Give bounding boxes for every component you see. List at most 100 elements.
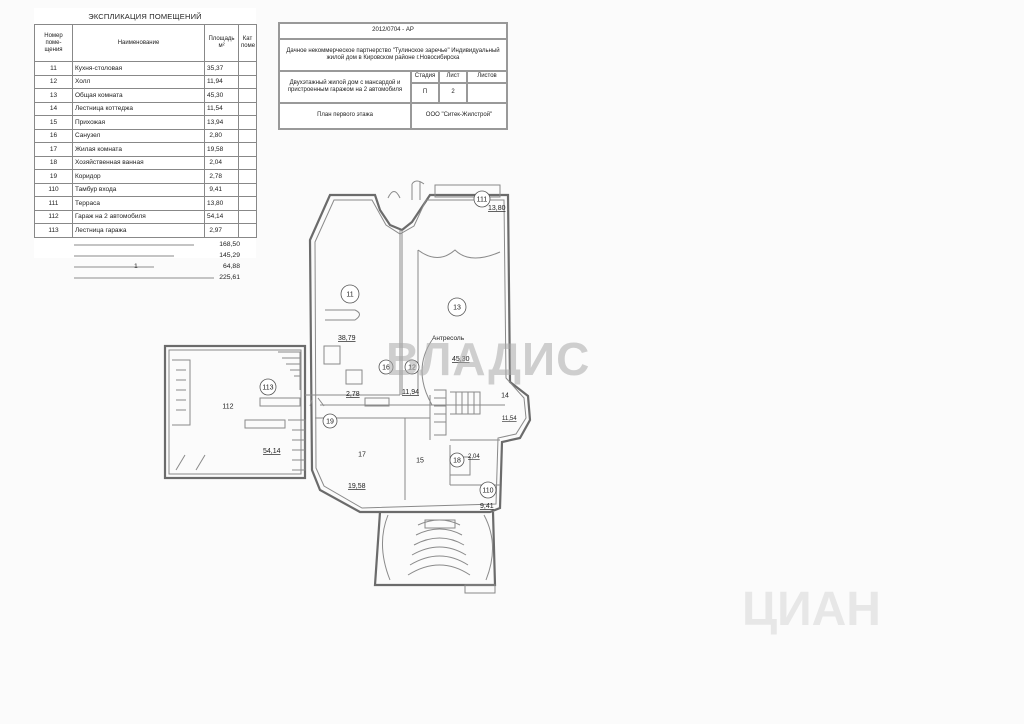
stamp-description: Двухэтажный жилой дом с мансардой и прис… bbox=[279, 71, 411, 103]
exterior-walls bbox=[163, 193, 532, 587]
porch-sides bbox=[381, 514, 494, 581]
room-marker-13 bbox=[447, 297, 467, 317]
garage-walls bbox=[163, 344, 307, 480]
terrace-label-box bbox=[434, 184, 501, 198]
garage-stairs-2 bbox=[288, 419, 306, 471]
table-cell-num: 110 bbox=[34, 182, 73, 197]
room-labels: 1138,791211,941345,301411,5415161719,581… bbox=[222, 190, 517, 510]
garage-stairs bbox=[278, 351, 301, 390]
room-area-14: 11,54 bbox=[502, 416, 517, 422]
table-cell-num: 19 bbox=[34, 169, 73, 184]
table-cell-num: 15 bbox=[34, 115, 73, 130]
room-marker-16 bbox=[378, 359, 394, 375]
stamp-project: Дачное некоммерческое партнерство "Тулин… bbox=[279, 39, 507, 71]
table-cell-num: 11 bbox=[34, 61, 73, 76]
room-schedule-title: ЭКСПЛИКАЦИЯ ПОМЕЩЕНИЙ bbox=[88, 12, 202, 21]
room-area-18: 2,04 bbox=[468, 454, 480, 460]
garage-rack bbox=[172, 359, 191, 426]
inner-walls bbox=[168, 180, 527, 594]
table-cell-area: 2,04 bbox=[204, 155, 239, 170]
room-number-113: 113 bbox=[262, 385, 273, 392]
bay-window bbox=[387, 191, 401, 199]
garage-box-label-2 bbox=[244, 419, 286, 429]
stamp-sheet-value: 2 bbox=[439, 83, 467, 103]
table-cell-cat bbox=[238, 169, 257, 184]
stamp-stage-label: Стадия bbox=[411, 71, 439, 83]
total-row-label-smudge bbox=[74, 277, 214, 279]
room-marker-12 bbox=[404, 359, 420, 375]
cottage-stairs-2 bbox=[450, 391, 481, 415]
table-cell-area: 13,94 bbox=[204, 115, 239, 130]
room-marker-111 bbox=[473, 190, 491, 208]
table-cell-area: 35,37 bbox=[204, 61, 239, 76]
porch-step-box bbox=[464, 584, 496, 594]
table-cell-cat bbox=[238, 209, 257, 224]
stamp-sheet-name: План первого этажа bbox=[279, 103, 411, 129]
room-schedule: ЭКСПЛИКАЦИЯ ПОМЕЩЕНИЙ Номер поме-щения Н… bbox=[34, 8, 257, 281]
hall-arc bbox=[421, 339, 433, 406]
table-cell-num: 112 bbox=[34, 209, 73, 224]
total-row-value: 145,29 bbox=[219, 252, 240, 259]
stamp-sheets-label: Листов bbox=[467, 71, 507, 83]
table-cell-cat bbox=[238, 182, 257, 197]
table-cell-name: Жилая комната bbox=[72, 142, 205, 157]
room-number-111: 111 bbox=[477, 197, 488, 204]
table-cell-name: Лестница коттеджа bbox=[72, 101, 205, 116]
stamp-company: ООО "Ситек-Жилстрой" bbox=[411, 103, 507, 129]
table-cell-cat bbox=[238, 74, 257, 89]
table-cell-area: 54,14 bbox=[204, 209, 239, 224]
room-marker-19 bbox=[322, 413, 338, 429]
total-row-note: 1 bbox=[134, 263, 138, 270]
room-number-112: 112 bbox=[222, 404, 233, 411]
table-cell-area: 2,80 bbox=[204, 128, 239, 143]
stamp-sheets-value bbox=[467, 83, 507, 103]
garage-box-label bbox=[259, 397, 301, 407]
total-row: 145,29 bbox=[34, 251, 256, 262]
kitchen-counter bbox=[325, 309, 360, 321]
total-row-label-smudge bbox=[74, 255, 174, 257]
table-cell-cat bbox=[238, 101, 257, 116]
stamp-stage-value: П bbox=[411, 83, 439, 103]
room-area-110: 9,41 bbox=[480, 503, 494, 510]
table-cell-num: 113 bbox=[34, 223, 73, 238]
porch-outline bbox=[373, 511, 497, 587]
room-number-110: 110 bbox=[482, 488, 493, 495]
stamp-sheet-label: Лист bbox=[439, 71, 467, 83]
table-cell-cat bbox=[238, 88, 257, 103]
table-cell-area: 19,58 bbox=[204, 142, 239, 157]
room-marker-18 bbox=[449, 452, 465, 468]
room-number-16: 16 bbox=[382, 365, 390, 372]
room-number-14: 14 bbox=[501, 393, 509, 400]
stamp-code: 2012/0704 - АР bbox=[279, 23, 507, 39]
total-row-value: 64,88 bbox=[222, 263, 240, 270]
room-number-17: 17 bbox=[358, 452, 366, 459]
room-number-12: 12 bbox=[408, 365, 416, 372]
garage-gates bbox=[175, 454, 206, 471]
table-cell-num: 14 bbox=[34, 101, 73, 116]
table-cell-num: 12 bbox=[34, 74, 73, 89]
table-cell-area: 13,80 bbox=[204, 196, 239, 211]
table-header-row: Номер поме-щения Наименование Площадь м²… bbox=[34, 24, 257, 62]
table-cell-area: 11,54 bbox=[204, 101, 239, 116]
cottage-stairs bbox=[434, 389, 447, 436]
header-category: Кат поме bbox=[238, 24, 257, 62]
room-area-17: 19,58 bbox=[348, 483, 366, 490]
table-cell-num: 17 bbox=[34, 142, 73, 157]
header-number: Номер поме-щения bbox=[34, 24, 73, 62]
table-cell-name: Лестница гаража bbox=[72, 223, 205, 238]
house-inner bbox=[314, 199, 527, 509]
table-cell-area: 9,41 bbox=[204, 182, 239, 197]
antresol-label: Антресоль bbox=[432, 335, 465, 342]
table-cell-area: 2,78 bbox=[204, 169, 239, 184]
table-cell-name: Хозяйственная ванная bbox=[72, 155, 205, 170]
